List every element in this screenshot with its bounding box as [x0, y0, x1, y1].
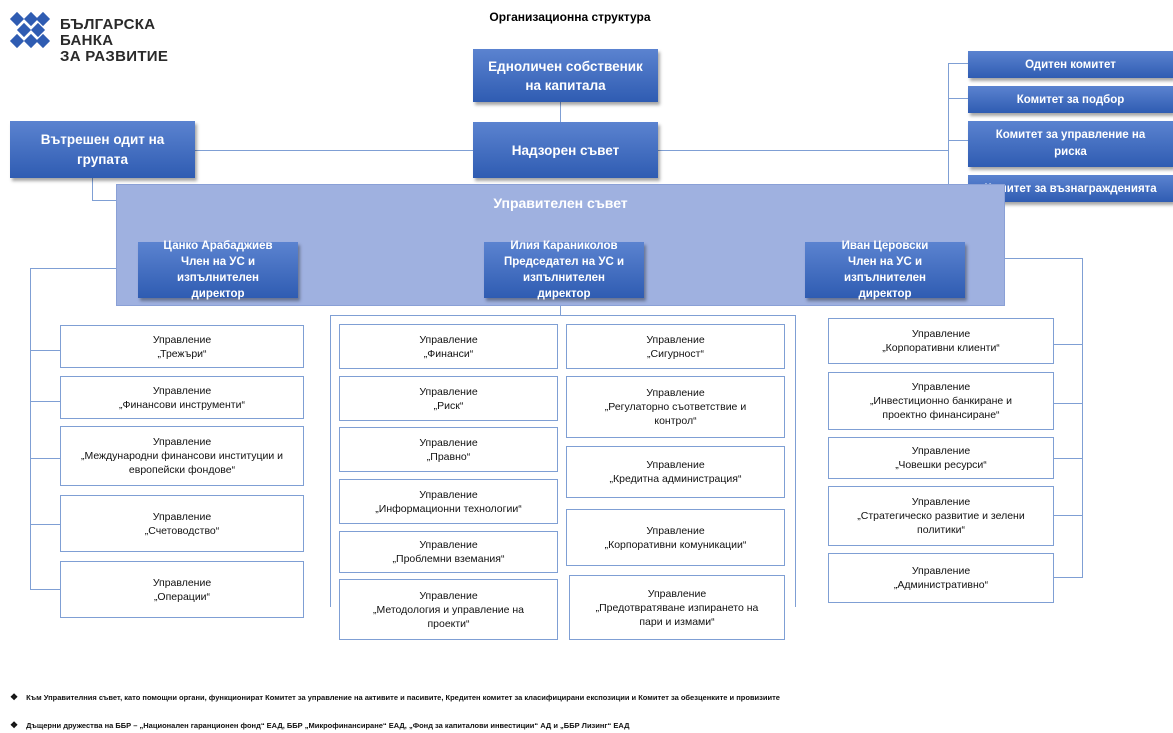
- diamond-bullet-icon: ❖: [10, 692, 19, 702]
- bank-logo: БЪЛГАРСКА БАНКА ЗА РАЗВИТИЕ: [8, 9, 198, 65]
- dept-risk: Управление „Риск“: [339, 376, 558, 421]
- management-board-title: Управителен съвет: [493, 195, 628, 211]
- footnote-committees: ❖ Към Управителния съвет, като помощни о…: [10, 692, 1160, 703]
- dept-aml: Управление „Предотвратяване изпирането н…: [569, 575, 785, 640]
- dept-regulatory-compliance: Управление „Регулаторно съответствие и к…: [566, 376, 785, 438]
- footnote-text: Дъщерни дружества на ББР – „Национален г…: [26, 721, 630, 730]
- dept-intl-financial-institutions: Управление „Международни финансови инсти…: [60, 426, 304, 486]
- footnote-text: Към Управителния съвет, като помощни орг…: [26, 693, 780, 702]
- dept-financial-instruments: Управление „Финансови инструменти“: [60, 376, 304, 419]
- dept-accounting: Управление „Счетоводство“: [60, 495, 304, 552]
- dept-methodology: Управление „Методология и управление на …: [339, 579, 558, 640]
- diamond-bullet-icon: ❖: [10, 720, 19, 730]
- committee-box-selection: Комитет за подбор: [968, 86, 1173, 113]
- dept-administrative: Управление „Административно“: [828, 553, 1054, 603]
- footnote-subsidiaries: ❖ Дъщерни дружества на ББР – „Национален…: [10, 720, 1160, 731]
- logo-line2: ЗА РАЗВИТИЕ: [60, 48, 169, 65]
- page-title: Организационна структура: [489, 10, 651, 24]
- board-member-tserovski: Иван Церовски Член на УС и изпълнителен …: [805, 240, 965, 300]
- dept-finance: Управление „Финанси“: [339, 324, 558, 369]
- dept-legal: Управление „Правно“: [339, 427, 558, 472]
- dept-it: Управление „Информационни технологии“: [339, 479, 558, 524]
- logo-mark-icon: [9, 11, 51, 49]
- dept-strategic-development: Управление „Стратегическо развитие и зел…: [828, 486, 1054, 546]
- dept-treasury: Управление „Трежъри“: [60, 325, 304, 368]
- dept-operations: Управление „Операции“: [60, 561, 304, 618]
- dept-corporate-communications: Управление „Корпоративни комуникации“: [566, 509, 785, 566]
- committee-box-audit: Одитен комитет: [968, 51, 1173, 78]
- dept-problem-receivables: Управление „Проблемни вземания“: [339, 531, 558, 573]
- board-member-karanikolov: Илия Караниколов Председател на УС и изп…: [484, 240, 644, 300]
- dept-investment-banking: Управление „Инвестиционно банкиране и пр…: [828, 372, 1054, 430]
- dept-corporate-clients: Управление „Корпоративни клиенти“: [828, 318, 1054, 364]
- logo-line1: БЪЛГАРСКА БАНКА: [60, 16, 156, 49]
- capital-owner-box: Едноличен собственик на капитала: [473, 49, 658, 102]
- committee-box-risk: Комитет за управление на риска: [968, 121, 1173, 167]
- supervisory-board-box: Надзорен съвет: [473, 122, 658, 178]
- internal-audit-box: Вътрешен одит на групата: [10, 121, 195, 178]
- board-member-arabadzhiev: Цанко Арабаджиев Член на УС и изпълнител…: [138, 240, 298, 300]
- dept-human-resources: Управление „Човешки ресурси“: [828, 437, 1054, 479]
- dept-credit-administration: Управление „Кредитна администрация“: [566, 446, 785, 498]
- dept-security: Управление „Сигурност“: [566, 324, 785, 369]
